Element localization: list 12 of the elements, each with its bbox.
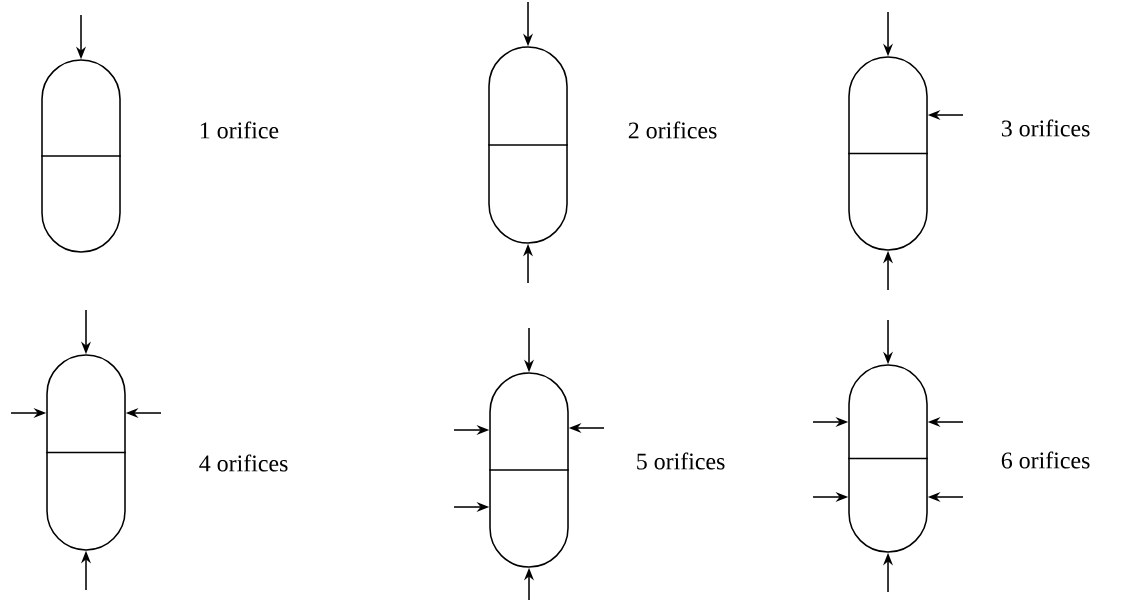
capsule-drawing [847, 364, 929, 553]
capsule-drawing [487, 46, 569, 244]
orifice-label: 2 orifices [628, 121, 717, 139]
orifice-label: 1 orifice [200, 121, 279, 139]
orifice-label: 6 orifices [1001, 451, 1090, 469]
capsule-drawing [847, 56, 929, 251]
orifice-label: 5 orifices [637, 452, 725, 470]
capsule-drawing [40, 59, 122, 253]
orifice-label: 4 orifices [199, 454, 288, 472]
capsule-drawing [488, 372, 570, 568]
orifice-label: 3 orifices [1001, 119, 1090, 137]
capsule-drawing [45, 354, 127, 551]
